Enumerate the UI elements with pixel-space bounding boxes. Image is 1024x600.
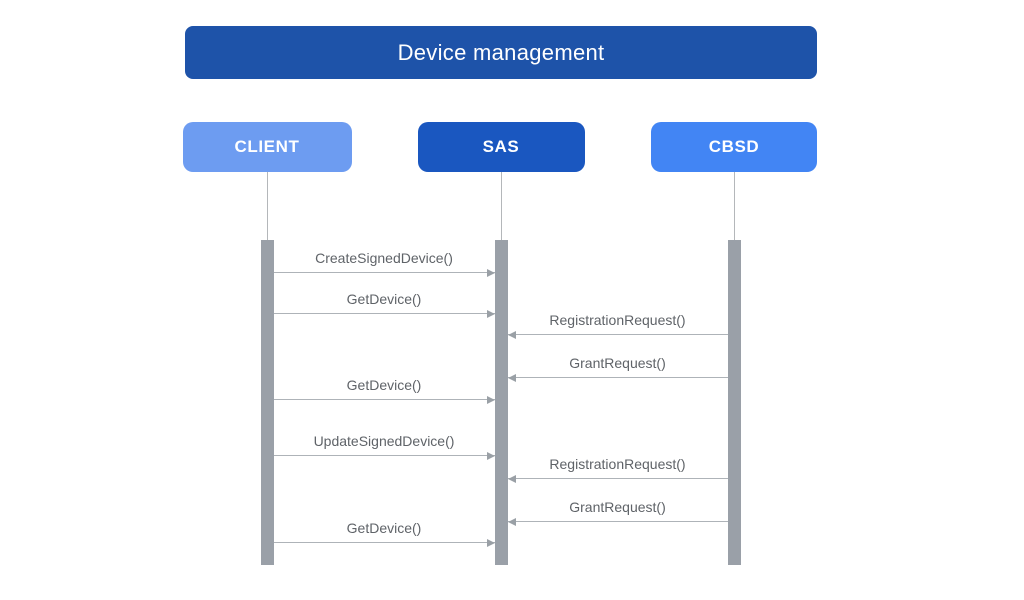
actor-label: SAS	[482, 137, 520, 156]
lifeline-cbsd	[734, 172, 735, 240]
actor-label: CLIENT	[234, 137, 300, 156]
message-arrowhead	[507, 517, 516, 526]
message-label: GrantRequest()	[569, 499, 666, 515]
message-arrow-line	[273, 313, 495, 314]
message-arrowhead	[486, 268, 495, 277]
message-arrow-line	[273, 399, 495, 400]
lifeline-sas	[501, 172, 502, 240]
message-arrow-line	[273, 272, 495, 273]
message-label: GetDevice()	[346, 291, 422, 307]
message-arrowhead	[507, 474, 516, 483]
message-arrowhead	[486, 538, 495, 547]
diagram-title: Device management	[397, 39, 605, 65]
message-label: RegistrationRequest()	[549, 456, 686, 472]
activation-bar-cbsd	[727, 240, 741, 565]
message-label: RegistrationRequest()	[549, 312, 686, 328]
message-arrowhead	[486, 395, 495, 404]
message-arrowhead	[507, 373, 516, 382]
message-arrowhead	[486, 451, 495, 460]
message-arrowhead	[486, 309, 495, 318]
message-label: CreateSignedDevice()	[315, 250, 453, 266]
message-arrow-line	[273, 542, 495, 543]
message-arrow-line	[507, 334, 728, 335]
message-arrow-line	[507, 521, 728, 522]
message-label: GetDevice()	[346, 377, 422, 393]
message-label: GetDevice()	[346, 520, 422, 536]
message-arrow-line	[273, 455, 495, 456]
actor-box-sas: SAS	[417, 122, 585, 172]
message-arrowhead	[507, 330, 516, 339]
diagram-title-banner: Device management	[185, 26, 817, 79]
message-arrow-line	[507, 478, 728, 479]
message-label: UpdateSignedDevice()	[313, 433, 455, 449]
message-arrow-line	[507, 377, 728, 378]
activation-bar-sas	[494, 240, 508, 565]
actor-box-cbsd: CBSD	[651, 122, 817, 172]
actor-box-client: CLIENT	[182, 122, 352, 172]
lifeline-client	[267, 172, 268, 240]
activation-bar-client	[260, 240, 274, 565]
message-label: GrantRequest()	[569, 355, 666, 371]
actor-label: CBSD	[708, 137, 760, 156]
